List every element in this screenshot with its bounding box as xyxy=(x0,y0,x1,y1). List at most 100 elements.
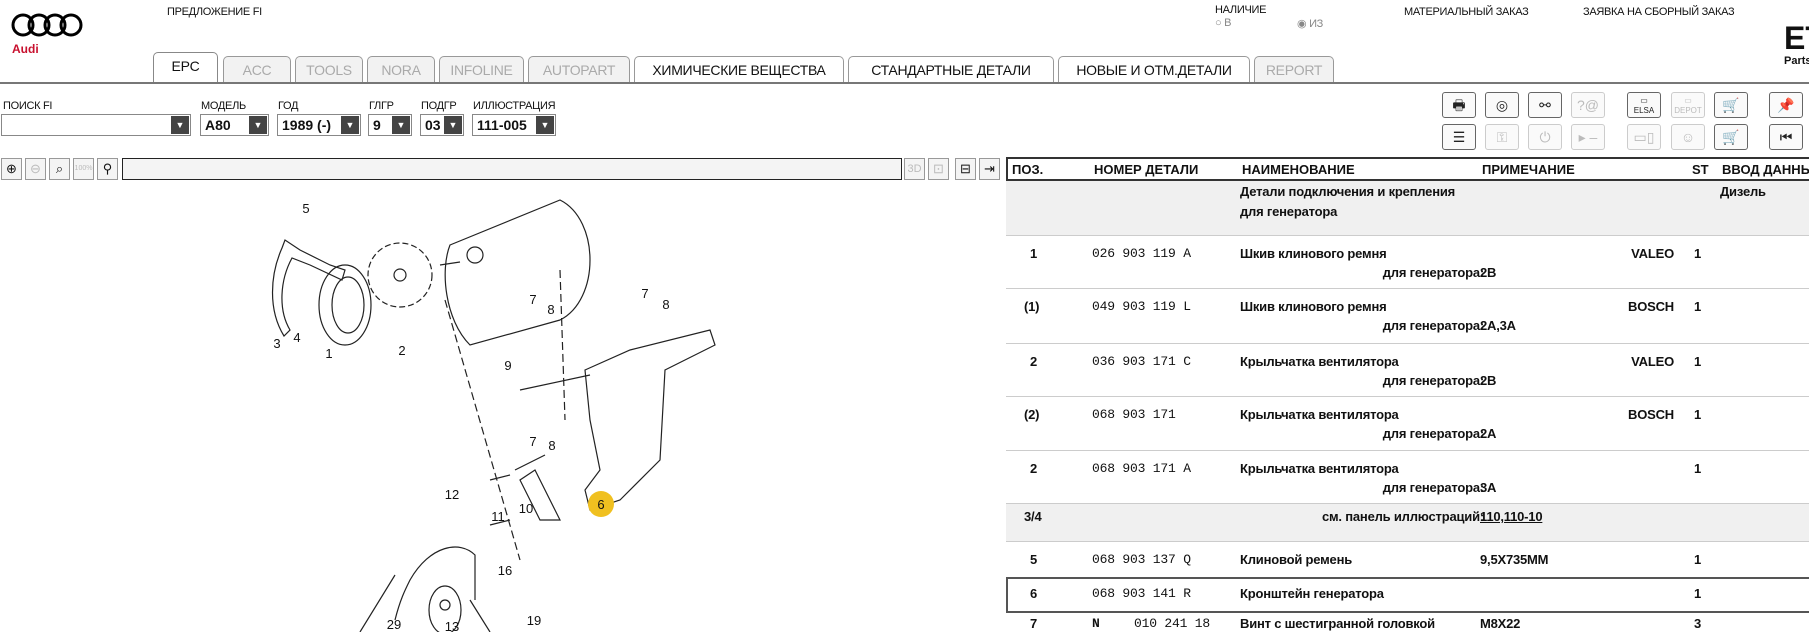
main-group-label: ГЛГР xyxy=(369,100,394,112)
quantity: 1 xyxy=(1694,407,1702,422)
search-select[interactable]: ▼ xyxy=(1,114,191,136)
zoom-area-button[interactable]: ⌕ xyxy=(49,158,70,180)
list-button[interactable]: ☰ xyxy=(1442,124,1476,150)
depot-button[interactable]: ▭DEPOT xyxy=(1671,92,1705,118)
key-button[interactable]: ⚿ xyxy=(1485,124,1519,150)
assembly-order-link[interactable]: ЗАЯВКА НА СБОРНЫЙ ЗАКАЗ xyxy=(1583,6,1735,18)
applicability-label: для генератора: xyxy=(1382,373,1484,388)
transfer-button[interactable]: ▭▯ xyxy=(1627,124,1661,150)
zoom-100-button[interactable]: 100% xyxy=(73,158,94,180)
callout-13[interactable]: 13 xyxy=(445,619,459,632)
callout-19[interactable]: 19 xyxy=(527,613,541,628)
illustration-info-field[interactable] xyxy=(122,158,902,180)
callout-11[interactable]: 11 xyxy=(491,509,505,524)
table-row[interactable]: 5 068 903 137 Q Клиновой ремень 9,5X735M… xyxy=(1006,541,1809,577)
radio-empty-icon: ○ xyxy=(1215,17,1225,29)
callout-6[interactable]: 6 xyxy=(597,497,604,512)
illustration-select[interactable]: 111-005▼ xyxy=(472,114,556,136)
part-number: 036 903 171 C xyxy=(1092,354,1191,369)
split-icon: ⊟ xyxy=(960,161,971,176)
quantity: 1 xyxy=(1694,354,1702,369)
tab-tools[interactable]: TOOLS xyxy=(295,56,363,83)
table-row-selected[interactable]: 6 068 903 141 R Кронштейн генератора 1 xyxy=(1006,577,1809,613)
cart-icon: 🛒 xyxy=(1722,129,1740,145)
tab-autopart[interactable]: AUTOPART xyxy=(528,56,630,83)
cart-button[interactable]: 🛒 xyxy=(1714,124,1748,150)
callout-4[interactable]: 4 xyxy=(293,330,300,345)
tab-standard-parts[interactable]: СТАНДАРТНЫЕ ДЕТАЛИ xyxy=(848,56,1054,83)
callout-8[interactable]: 8 xyxy=(662,297,669,312)
callout-8[interactable]: 8 xyxy=(548,438,555,453)
radio-in[interactable]: ○ В xyxy=(1215,17,1232,29)
print-button[interactable]: 🖶 xyxy=(1442,92,1476,118)
play-button[interactable]: ▸ – xyxy=(1571,124,1605,150)
zoom-fit-button[interactable]: ⚲ xyxy=(97,158,118,180)
search-parts-button[interactable]: ⚯ xyxy=(1528,92,1562,118)
view-toggle-button[interactable]: ⊡ xyxy=(928,158,949,180)
reference-link[interactable]: 110,110-10 xyxy=(1480,509,1543,524)
tab-nora[interactable]: NORA xyxy=(367,56,435,83)
zoom-in-button[interactable]: ⊕ xyxy=(1,158,22,180)
col-note[interactable]: ПРИМЕЧАНИЕ xyxy=(1482,162,1575,177)
parts-illustration[interactable]: 5 3 4 1 2 7 8 7 8 9 7 8 12 11 10 6 16 29… xyxy=(0,0,1005,632)
export-button[interactable]: ⏻ xyxy=(1528,124,1562,150)
pos: 5 xyxy=(1030,552,1038,567)
callout-5[interactable]: 5 xyxy=(302,201,309,216)
tab-infoline[interactable]: INFOLINE xyxy=(439,56,524,83)
table-row[interactable]: 1 026 903 119 A Шкив клинового ремня для… xyxy=(1006,235,1809,288)
model-select[interactable]: A80▼ xyxy=(200,114,269,136)
callout-3[interactable]: 3 xyxy=(273,336,280,351)
bracket-drawing xyxy=(584,329,716,511)
col-st[interactable]: ST xyxy=(1692,162,1709,177)
callout-7[interactable]: 7 xyxy=(529,292,536,307)
sub-group-select[interactable]: 03▼ xyxy=(420,114,464,136)
tab-new-parts[interactable]: НОВЫЕ И ОТМ.ДЕТАЛИ xyxy=(1058,56,1250,83)
help-email-button[interactable]: ?@ xyxy=(1571,92,1605,118)
zoom-out-button[interactable]: ⊖ xyxy=(25,158,46,180)
table-row[interactable]: 2 068 903 171 A Крыльчатка вентилятора д… xyxy=(1006,450,1809,503)
callout-2[interactable]: 2 xyxy=(398,343,405,358)
cart-transfer-button[interactable]: 🛒 xyxy=(1714,92,1748,118)
table-row[interactable]: (2) 068 903 171 Крыльчатка вентилятора д… xyxy=(1006,396,1809,450)
tab-report[interactable]: REPORT xyxy=(1254,56,1334,83)
callout-29[interactable]: 29 xyxy=(387,617,401,632)
zoom-area-icon: ⌕ xyxy=(55,161,64,176)
applicability-value: 2B xyxy=(1480,265,1497,280)
col-name[interactable]: НАИМЕНОВАНИЕ xyxy=(1242,162,1355,177)
callout-16[interactable]: 16 xyxy=(498,563,512,578)
callout-10[interactable]: 10 xyxy=(519,501,533,516)
first-page-button[interactable]: ⏮ xyxy=(1769,124,1803,150)
callout-8[interactable]: 8 xyxy=(547,302,554,317)
callout-1[interactable]: 1 xyxy=(325,346,332,361)
year-select[interactable]: 1989 (-)▼ xyxy=(277,114,361,136)
main-group-select[interactable]: 9▼ xyxy=(368,114,412,136)
table-row[interactable]: 7 N 010 241 18 Винт с шестигранной голов… xyxy=(1006,613,1809,643)
table-row[interactable]: 2 036 903 171 C Крыльчатка вентилятора д… xyxy=(1006,343,1809,396)
col-part-number[interactable]: НОМЕР ДЕТАЛИ xyxy=(1094,162,1199,177)
part-name: Шкив клинового ремня xyxy=(1240,246,1387,261)
pin-button[interactable]: 📌 xyxy=(1769,92,1803,118)
elsa-button[interactable]: ▭ELSA xyxy=(1627,92,1661,118)
radio-out[interactable]: ◉ ИЗ xyxy=(1297,18,1324,30)
disk-button[interactable]: ◎ xyxy=(1485,92,1519,118)
material-order-link[interactable]: МАТЕРИАЛЬНЫЙ ЗАКАЗ xyxy=(1404,6,1529,18)
callout-7[interactable]: 7 xyxy=(529,434,536,449)
split-view-button[interactable]: ⊟ xyxy=(955,158,976,180)
customer-button[interactable]: ☺ xyxy=(1671,124,1705,150)
binoculars-icon: ⚯ xyxy=(1539,97,1551,113)
table-row-reference[interactable]: 3/4 см. панель иллюстраций: 110,110-10 xyxy=(1006,503,1809,541)
tab-chemicals[interactable]: ХИМИЧЕСКИЕ ВЕЩЕСТВА xyxy=(634,56,844,83)
table-row[interactable]: (1) 049 903 119 L Шкив клинового ремня д… xyxy=(1006,288,1809,343)
tab-acc[interactable]: ACC xyxy=(223,56,291,83)
callout-9[interactable]: 9 xyxy=(504,358,511,373)
3d-button[interactable]: 3D xyxy=(904,158,925,180)
applicability-label: для генератора: xyxy=(1382,265,1484,280)
chevron-down-icon: ▼ xyxy=(392,116,410,134)
col-input[interactable]: ВВОД ДАННЫ xyxy=(1722,162,1809,177)
tab-epc[interactable]: EPC xyxy=(153,52,218,83)
callout-7[interactable]: 7 xyxy=(641,286,648,301)
part-number: 010 241 18 xyxy=(1134,616,1211,631)
divider-move-button[interactable]: ⇥ xyxy=(979,158,1000,180)
col-pos[interactable]: ПОЗ. xyxy=(1012,162,1044,177)
callout-12[interactable]: 12 xyxy=(445,487,459,502)
